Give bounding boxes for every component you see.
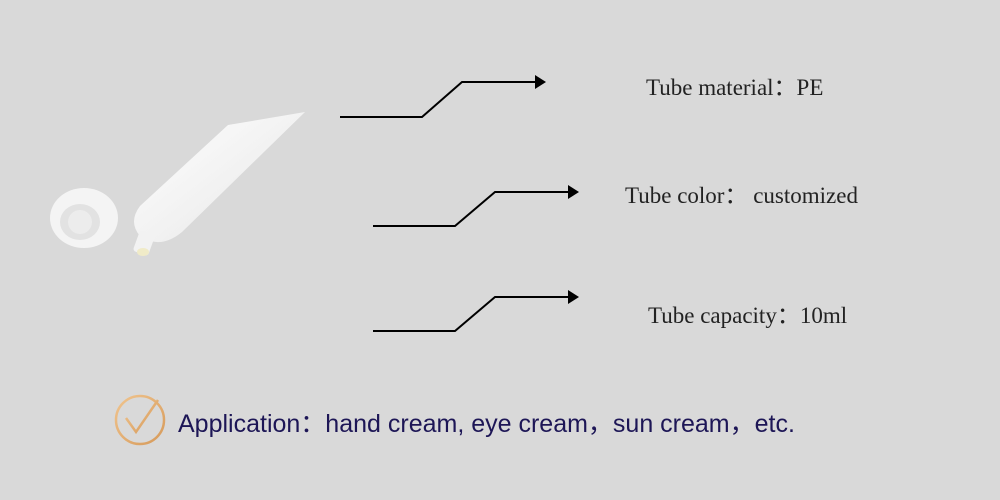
arrowhead-icon [568, 185, 579, 199]
spec-tube-capacity: Tube capacity：10ml [648, 303, 848, 328]
arrowhead-icon [535, 75, 546, 89]
spec-tube-color: Tube color： customized [625, 183, 858, 208]
arrow-capacity [373, 296, 570, 332]
check-circle-icon [114, 394, 166, 446]
arrowhead-icon [568, 290, 579, 304]
application-text: Application：hand cream, eye cream，sun cr… [178, 410, 795, 438]
spec-tube-material: Tube material：PE [646, 75, 824, 100]
arrow-material [340, 81, 537, 118]
arrow-color [373, 191, 570, 227]
tube-product-image [50, 112, 305, 256]
